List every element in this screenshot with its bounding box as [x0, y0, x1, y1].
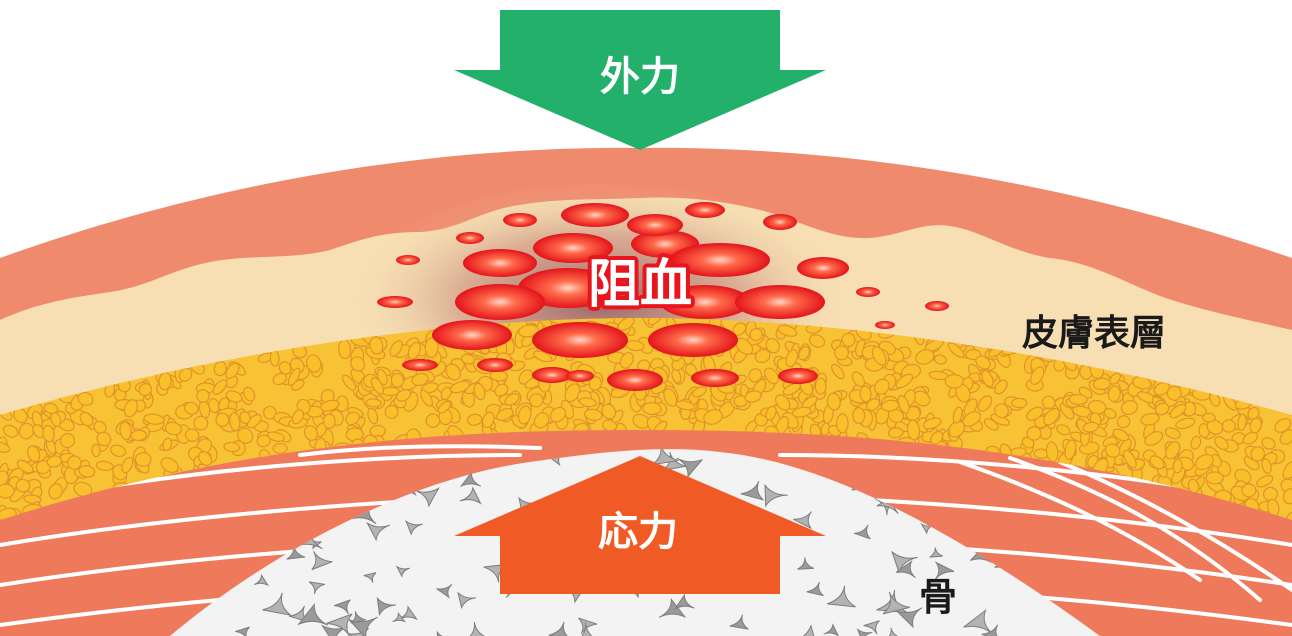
blood-vessel: [607, 369, 663, 391]
blood-vessel: [432, 320, 512, 350]
stress-label: 応力: [598, 509, 678, 555]
blood-vessel: [925, 301, 949, 311]
blood-vessel: [797, 257, 849, 279]
ischemia-label: 阻血: [588, 255, 692, 315]
blood-vessel: [532, 367, 572, 383]
blood-vessel: [377, 296, 413, 308]
blood-vessel: [875, 321, 895, 329]
blood-vessel: [778, 368, 818, 384]
blood-vessel: [463, 249, 537, 277]
blood-vessel: [763, 214, 797, 230]
skin-layer-label: 皮膚表層: [1022, 313, 1166, 354]
blood-vessel: [532, 322, 628, 358]
blood-vessel: [402, 359, 438, 371]
blood-vessel: [477, 358, 513, 372]
blood-vessel: [627, 214, 683, 236]
blood-vessel: [648, 323, 738, 357]
external-force-arrow: 外力: [454, 10, 826, 150]
blood-vessel: [691, 369, 739, 387]
blood-vessel: [455, 284, 545, 320]
external-force-label: 外力: [600, 54, 680, 100]
blood-vessel: [856, 287, 880, 297]
blood-vessel: [561, 203, 629, 227]
blood-vessel: [735, 285, 825, 319]
blood-vessel: [685, 202, 725, 218]
blood-vessel: [396, 255, 420, 265]
blood-vessel: [503, 213, 537, 227]
blood-vessel: [566, 370, 594, 382]
bone-label: 骨: [919, 575, 957, 619]
blood-vessel: [456, 232, 484, 244]
